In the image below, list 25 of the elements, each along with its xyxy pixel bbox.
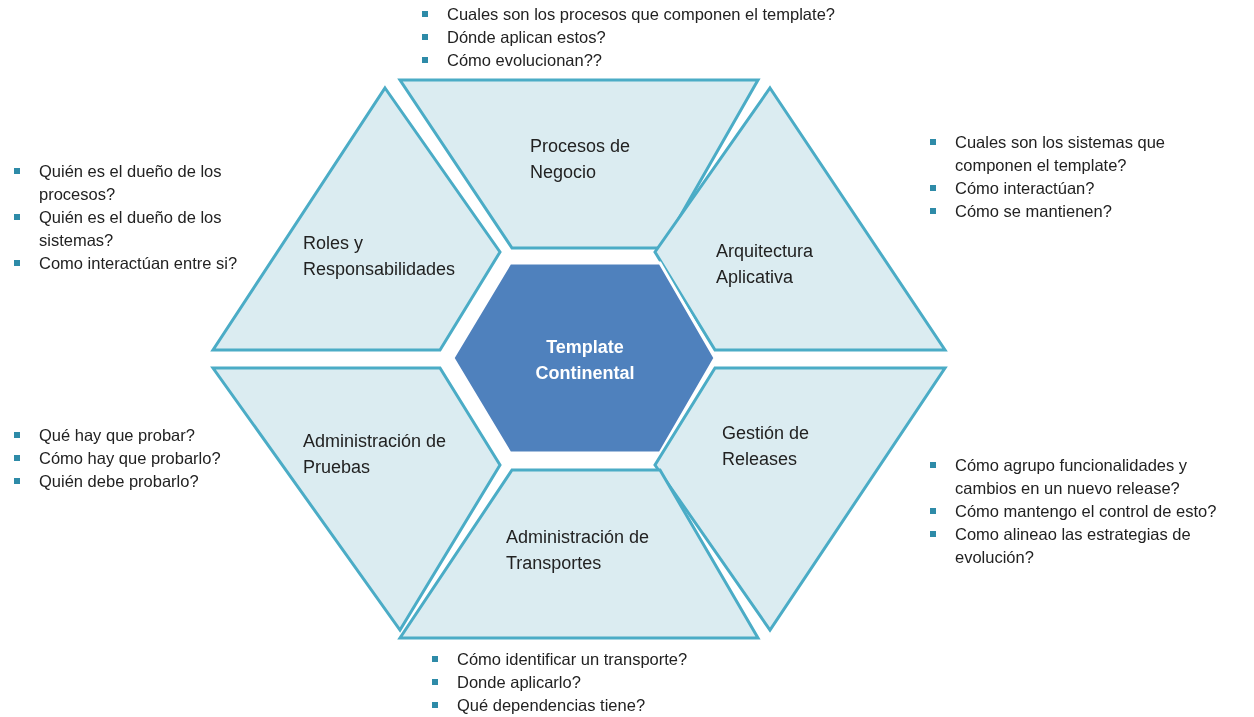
bullet-question: Cuales son los sistemas que componen el template? bbox=[928, 131, 1208, 177]
segment-title: Arquitectura Aplicativa bbox=[716, 240, 815, 289]
segment-title: Administración de Transportes bbox=[506, 526, 651, 575]
bullet-question: Cómo evolucionan?? bbox=[420, 49, 900, 72]
segment-title: Template Continental bbox=[534, 336, 636, 385]
bullet-question: Cómo identificar un transporte? bbox=[430, 648, 760, 671]
bullet-question: Quién es el dueño de los procesos? bbox=[12, 160, 282, 206]
bullet-question: Quién es el dueño de los sistemas? bbox=[12, 206, 282, 252]
bullet-question: Como alineao las estrategias de evolución? bbox=[928, 523, 1248, 569]
bullet-question: Donde aplicarlo? bbox=[430, 671, 760, 694]
bullet-question: Cómo agrupo funcionalidades y cambios en un nuevo release? bbox=[928, 454, 1248, 500]
segment-title: Roles y Responsabilidades bbox=[303, 232, 457, 281]
segment-title: Administración de Pruebas bbox=[303, 430, 448, 479]
bullet-question: Cómo hay que probarlo? bbox=[12, 447, 242, 470]
bullet-question: Quién debe probarlo? bbox=[12, 470, 242, 493]
segment-title: Gestión de Releases bbox=[722, 422, 811, 471]
bullet-question: Cómo mantengo el control de esto? bbox=[928, 500, 1248, 523]
bullet-question: Cuales son los procesos que componen el template? bbox=[420, 3, 900, 26]
bullet-question: Qué hay que probar? bbox=[12, 424, 242, 447]
segment-title: Procesos de Negocio bbox=[530, 135, 632, 184]
bullet-question: Como interactúan entre si? bbox=[12, 252, 282, 275]
bullet-question: Qué dependencias tiene? bbox=[430, 694, 760, 717]
bullet-question: Dónde aplican estos? bbox=[420, 26, 900, 49]
bullet-question: Cómo se mantienen? bbox=[928, 200, 1208, 223]
bullet-question: Cómo interactúan? bbox=[928, 177, 1208, 200]
